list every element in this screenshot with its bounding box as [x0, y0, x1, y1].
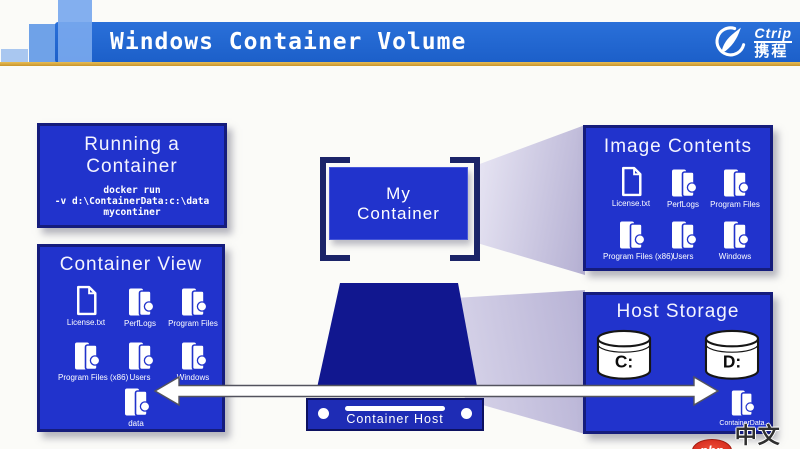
file-item: License.txt — [603, 166, 659, 208]
screw-icon — [461, 408, 472, 419]
running-container-box: Running a Container docker run -v d:\Con… — [37, 123, 227, 228]
drive-d-icon: D: — [704, 329, 760, 380]
container-view-title: Container View — [59, 254, 203, 275]
php-logo: php — [692, 438, 732, 449]
file-item-label: Users — [672, 252, 694, 261]
folder-icon — [127, 341, 153, 371]
container-host-label: Container Host — [346, 412, 444, 426]
file-item-label: License.txt — [611, 199, 651, 208]
folder-icon — [730, 389, 754, 417]
file-item-label: Windows — [718, 252, 752, 261]
watermark: php 中文网 — [692, 418, 800, 449]
file-item-label: Program Files (x86) — [58, 373, 129, 382]
document-icon — [74, 285, 99, 316]
docker-command: docker run -v d:\ContainerData:c:\data m… — [54, 185, 210, 218]
file-item: Users — [655, 220, 711, 261]
file-item-label: Program Files — [168, 319, 218, 328]
drive-slot — [345, 406, 445, 411]
my-container-box: My Container — [329, 167, 468, 240]
beam-container-to-image — [477, 125, 585, 275]
folder-icon — [73, 341, 99, 371]
folder-icon — [127, 287, 153, 317]
file-item: Program Files — [165, 287, 221, 328]
folder-icon — [618, 220, 644, 250]
host-storage-box: Host Storage C: D: ContainerData — [583, 292, 773, 434]
file-item: PerfLogs — [655, 168, 711, 209]
brand-name-en: Ctrip — [754, 24, 792, 43]
watermark-text: 中文网 — [734, 423, 781, 448]
container-host-base: Container Host — [306, 398, 484, 431]
decor-stair-medium — [29, 24, 57, 63]
header-underline — [0, 62, 800, 66]
brand-text: Ctrip 携程 — [754, 26, 792, 59]
header-bar: Windows Container Volume Ctrip 携程 — [55, 22, 800, 63]
image-contents-box: Image Contents License.txt PerfLogs Prog… — [583, 125, 773, 271]
ctrip-logo: Ctrip 携程 — [712, 24, 792, 60]
page-title: Windows Container Volume — [110, 29, 467, 55]
folder-icon — [180, 341, 206, 371]
left-bracket — [320, 157, 350, 261]
file-item-label: Program Files (x86) — [603, 252, 674, 261]
running-box-title: Running a Container — [84, 134, 180, 177]
file-item-label: License.txt — [66, 318, 106, 327]
file-item: PerfLogs — [112, 287, 168, 328]
folder-icon — [722, 220, 748, 250]
file-item-label: ContainerData — [719, 420, 765, 427]
my-container-title: My Container — [357, 183, 440, 223]
folder-icon — [722, 168, 748, 198]
volume-mapping-arrow — [153, 375, 720, 407]
decor-stair-tall — [58, 0, 92, 63]
right-bracket — [450, 157, 480, 261]
file-item: Program Files (x86) — [603, 220, 674, 261]
file-item: Windows — [707, 220, 763, 261]
container-view-box: Container View License.txt PerfLogs Prog… — [37, 244, 225, 432]
file-item: License.txt — [58, 285, 114, 327]
file-item: Users — [112, 341, 168, 382]
image-contents-title: Image Contents — [603, 136, 753, 157]
file-item-label: Users — [129, 373, 151, 382]
dolphin-icon — [715, 26, 746, 57]
container-host-body — [315, 283, 479, 397]
host-storage-title: Host Storage — [616, 301, 740, 322]
drive-c-label: C: — [615, 352, 633, 372]
containerdata-folder: ContainerData — [714, 389, 770, 428]
folder-icon — [670, 168, 696, 198]
drive-c-icon: C: — [596, 329, 652, 380]
file-item-label: Windows — [176, 373, 210, 382]
brand-name-cn: 携程 — [754, 42, 789, 60]
folder-icon — [123, 387, 149, 417]
file-item-label: data — [128, 419, 144, 428]
folder-icon — [670, 220, 696, 250]
file-item: Windows — [165, 341, 221, 382]
file-item-label: Program Files — [710, 200, 760, 209]
screw-icon — [318, 408, 329, 419]
decor-stair-small — [1, 49, 28, 63]
file-item-label: PerfLogs — [123, 319, 157, 328]
file-item: Program Files — [707, 168, 763, 209]
document-icon — [619, 166, 644, 197]
file-item: Program Files (x86) — [58, 341, 129, 382]
drive-d-label: D: — [723, 352, 741, 372]
folder-icon — [180, 287, 206, 317]
file-item-label: PerfLogs — [666, 200, 700, 209]
file-item-data: data — [108, 387, 164, 428]
